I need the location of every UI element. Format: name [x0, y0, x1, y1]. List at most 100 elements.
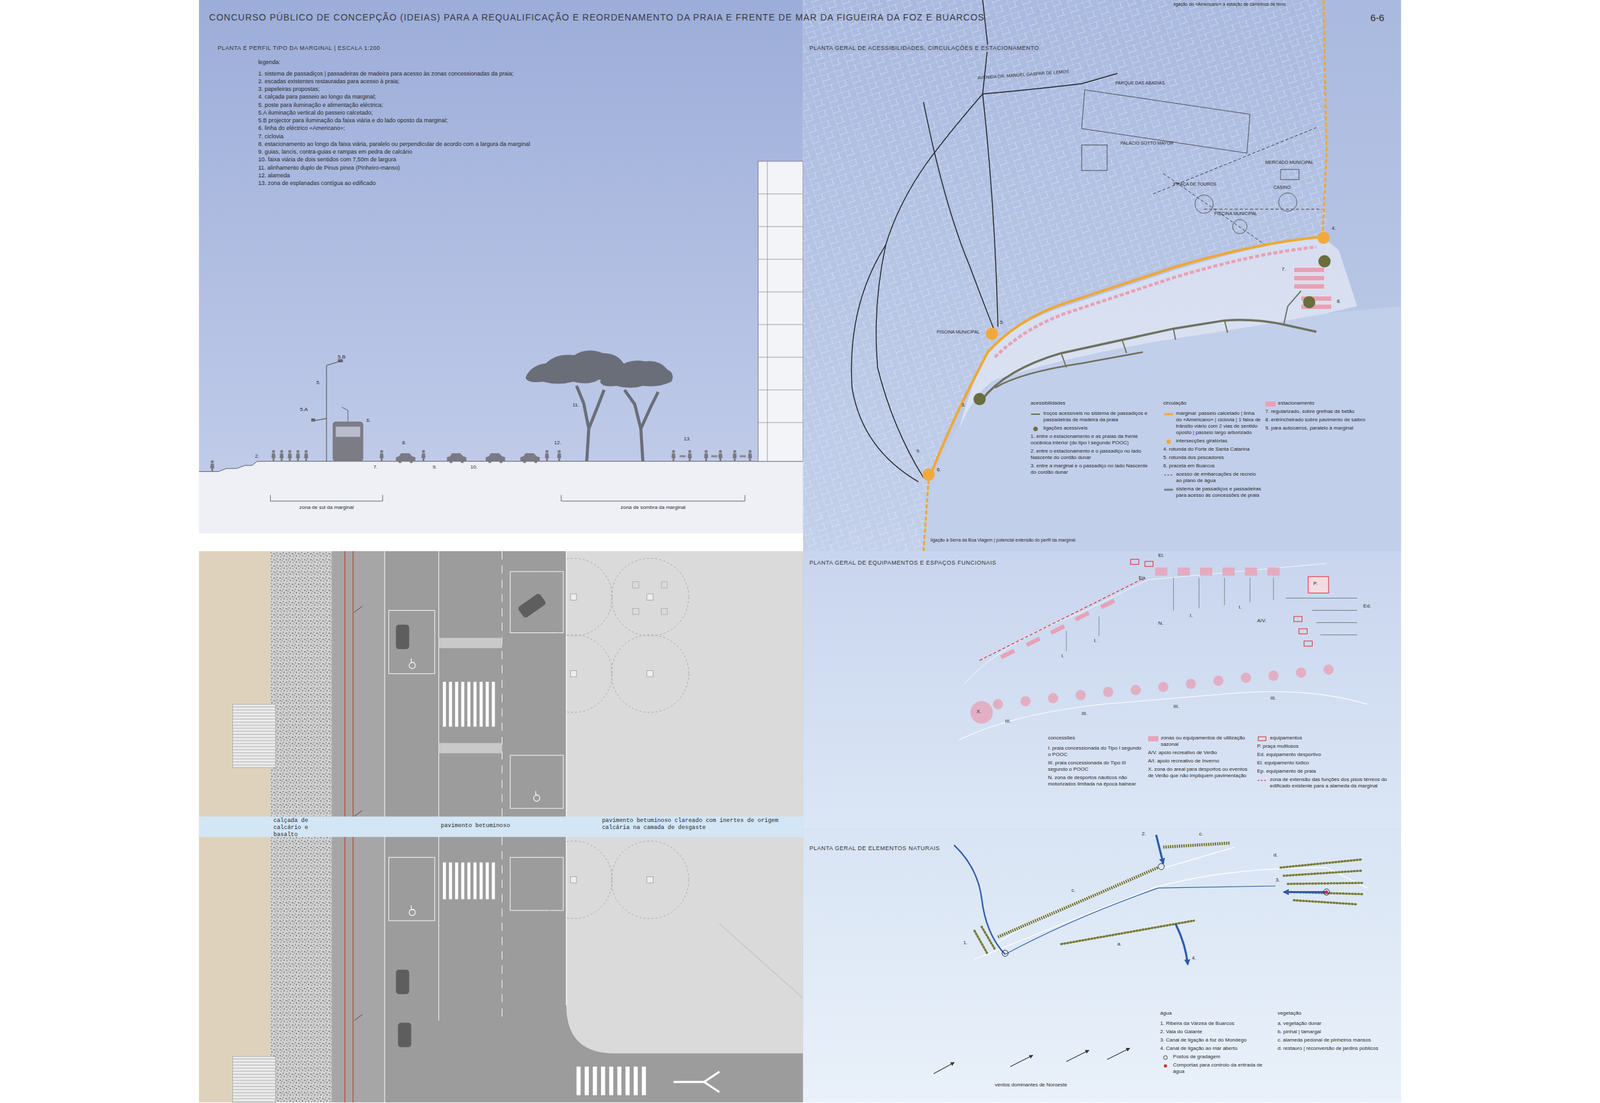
marginal-section [288, 449, 292, 462]
legend-note: 9. guias, lancis, contra-guias e rampas … [257, 148, 605, 156]
callout-label: 5.A [300, 406, 308, 413]
access-map [1061, 290, 1302, 368]
marginal-plan [647, 670, 654, 678]
callout-label: Ep. [1138, 574, 1147, 582]
marginal-plan [510, 571, 564, 633]
access-map [959, 236, 1358, 429]
legend-sample [1031, 413, 1040, 415]
legend-sample [1163, 411, 1174, 417]
equipment-map [1296, 667, 1307, 678]
marginal-section [295, 449, 300, 462]
legend-note: 4. Canal de ligação ao mar aberto [1160, 1045, 1268, 1052]
equipment-map [1185, 678, 1197, 689]
panel-heading: PLANTA GERAL DE EQUIPAMENTOS E ESPAÇOS F… [808, 559, 998, 567]
marginal-plan [647, 876, 654, 884]
natural-map [995, 846, 1236, 944]
marginal-section [271, 449, 276, 462]
callout-label: 3. [961, 401, 966, 409]
legend-sample [1163, 439, 1174, 445]
legend-sample [1033, 426, 1039, 432]
panel-heading: PLANTA GERAL DE ELEMENTOS NATURAIS [808, 844, 942, 852]
marginal-plan [647, 593, 654, 601]
callout-label: P. [1313, 580, 1318, 587]
marginal-section [379, 449, 384, 462]
callout-label: ligação à Serra da Boa Viagem | potencia… [930, 537, 1076, 543]
legend-sample [1257, 779, 1267, 781]
natural-map [1155, 834, 1163, 864]
marginal-section [671, 449, 676, 462]
equipment-map [1047, 693, 1058, 704]
marginal-section [576, 385, 605, 462]
legend-note: 8. entrincheirado sobre pavimento de sai… [1265, 416, 1378, 424]
marginal-plan [479, 681, 483, 727]
marginal-plan [611, 840, 689, 919]
natural-map [803, 826, 1401, 1102]
marginal-plan [467, 681, 471, 727]
legend-block: circulaçãomarginal: passeio calcetado | … [1163, 400, 1262, 501]
equipment-map [1268, 670, 1279, 681]
legend-note: X. zona do areal para desportos ou event… [1148, 766, 1250, 779]
legend-entry: troços acessíveis no sistema de passadiç… [1030, 410, 1151, 424]
callout-label: PARQUE DAS ABADIAS [1115, 80, 1165, 86]
legend-note: b. pinhal | tamargal [1277, 1028, 1390, 1035]
callout-label: PISCINA MUNICIPAL [1214, 211, 1257, 217]
marginal-plan [632, 608, 640, 615]
marginal-section [704, 449, 708, 462]
marginal-section [336, 426, 361, 437]
marginal-section [199, 0, 804, 533]
legend-note: El. equipamento lúdico [1256, 759, 1388, 767]
marginal-section [209, 449, 752, 472]
callout-label: PRAÇA DE TOUROS [1173, 181, 1217, 187]
marginal-plan [473, 862, 477, 899]
marginal-plan [232, 704, 276, 768]
callout-label: 13. [683, 435, 691, 443]
access-map [1294, 275, 1325, 281]
legend-entry: Postos de gradagem [1160, 1053, 1268, 1060]
access-map [851, 0, 1117, 482]
legend-note: 4. calçada para passeio ao longo da marg… [257, 93, 605, 101]
callout-label: 6. [936, 466, 942, 473]
marginal-plan [661, 581, 668, 589]
equipment-map [1020, 695, 1031, 706]
natural-map [1294, 899, 1358, 904]
equipment-map [1130, 559, 1140, 565]
legend-sample [1163, 487, 1174, 493]
marginal-plan [570, 670, 577, 678]
marginal-plan [396, 969, 410, 994]
access-map [973, 255, 1331, 406]
marginal-plan [600, 1066, 605, 1096]
marginal-plan [625, 1066, 630, 1096]
marginal-section [396, 453, 416, 463]
callout-label: 12. [554, 439, 562, 447]
natural-map [997, 867, 1158, 937]
marginal-section [520, 453, 540, 463]
callout-label: 6. [366, 417, 371, 424]
legend-sample [1256, 777, 1268, 783]
marginal-plan [534, 558, 612, 636]
access-map [1081, 144, 1108, 171]
legend-sample [1256, 777, 1268, 783]
marginal-plan [455, 681, 459, 727]
panel-heading: PLANTA E PERFIL TIPO DA MARGINAL | ESCAL… [216, 44, 382, 52]
marginal-plan [388, 609, 435, 674]
marginal-plan [439, 638, 503, 649]
access-map [1280, 169, 1300, 180]
legend-note: 2. Vala do Galante [1160, 1028, 1268, 1035]
legend-note: P. praça multiusos [1256, 743, 1388, 750]
marginal-plan [388, 571, 564, 921]
equipment-map [959, 691, 1368, 740]
legend-note: 11. alinhamento duplo de Pinus pinea (Pi… [257, 164, 605, 172]
legend-note: 1. sistema de passadiços | passadeiras d… [257, 70, 605, 78]
equipment-map [1130, 684, 1142, 696]
marginal-plan [442, 862, 447, 899]
callout-label: 5.B [337, 353, 346, 361]
panel-heading: PLANTA GERAL DE ACESSIBILIDADES, CIRCULA… [808, 44, 1041, 52]
legend-block: legenda:1. sistema de passadiços | passa… [257, 58, 605, 188]
natural-map [1283, 870, 1363, 876]
legend-note: A/I. apoio recreativo de Inverno [1148, 757, 1250, 765]
legend-heading: circulação [1163, 400, 1262, 407]
equipment-map [1222, 567, 1235, 576]
marginal-section [739, 455, 747, 457]
legend-note: Ep. equipamento de praia [1256, 768, 1388, 775]
access-map [1294, 267, 1325, 273]
